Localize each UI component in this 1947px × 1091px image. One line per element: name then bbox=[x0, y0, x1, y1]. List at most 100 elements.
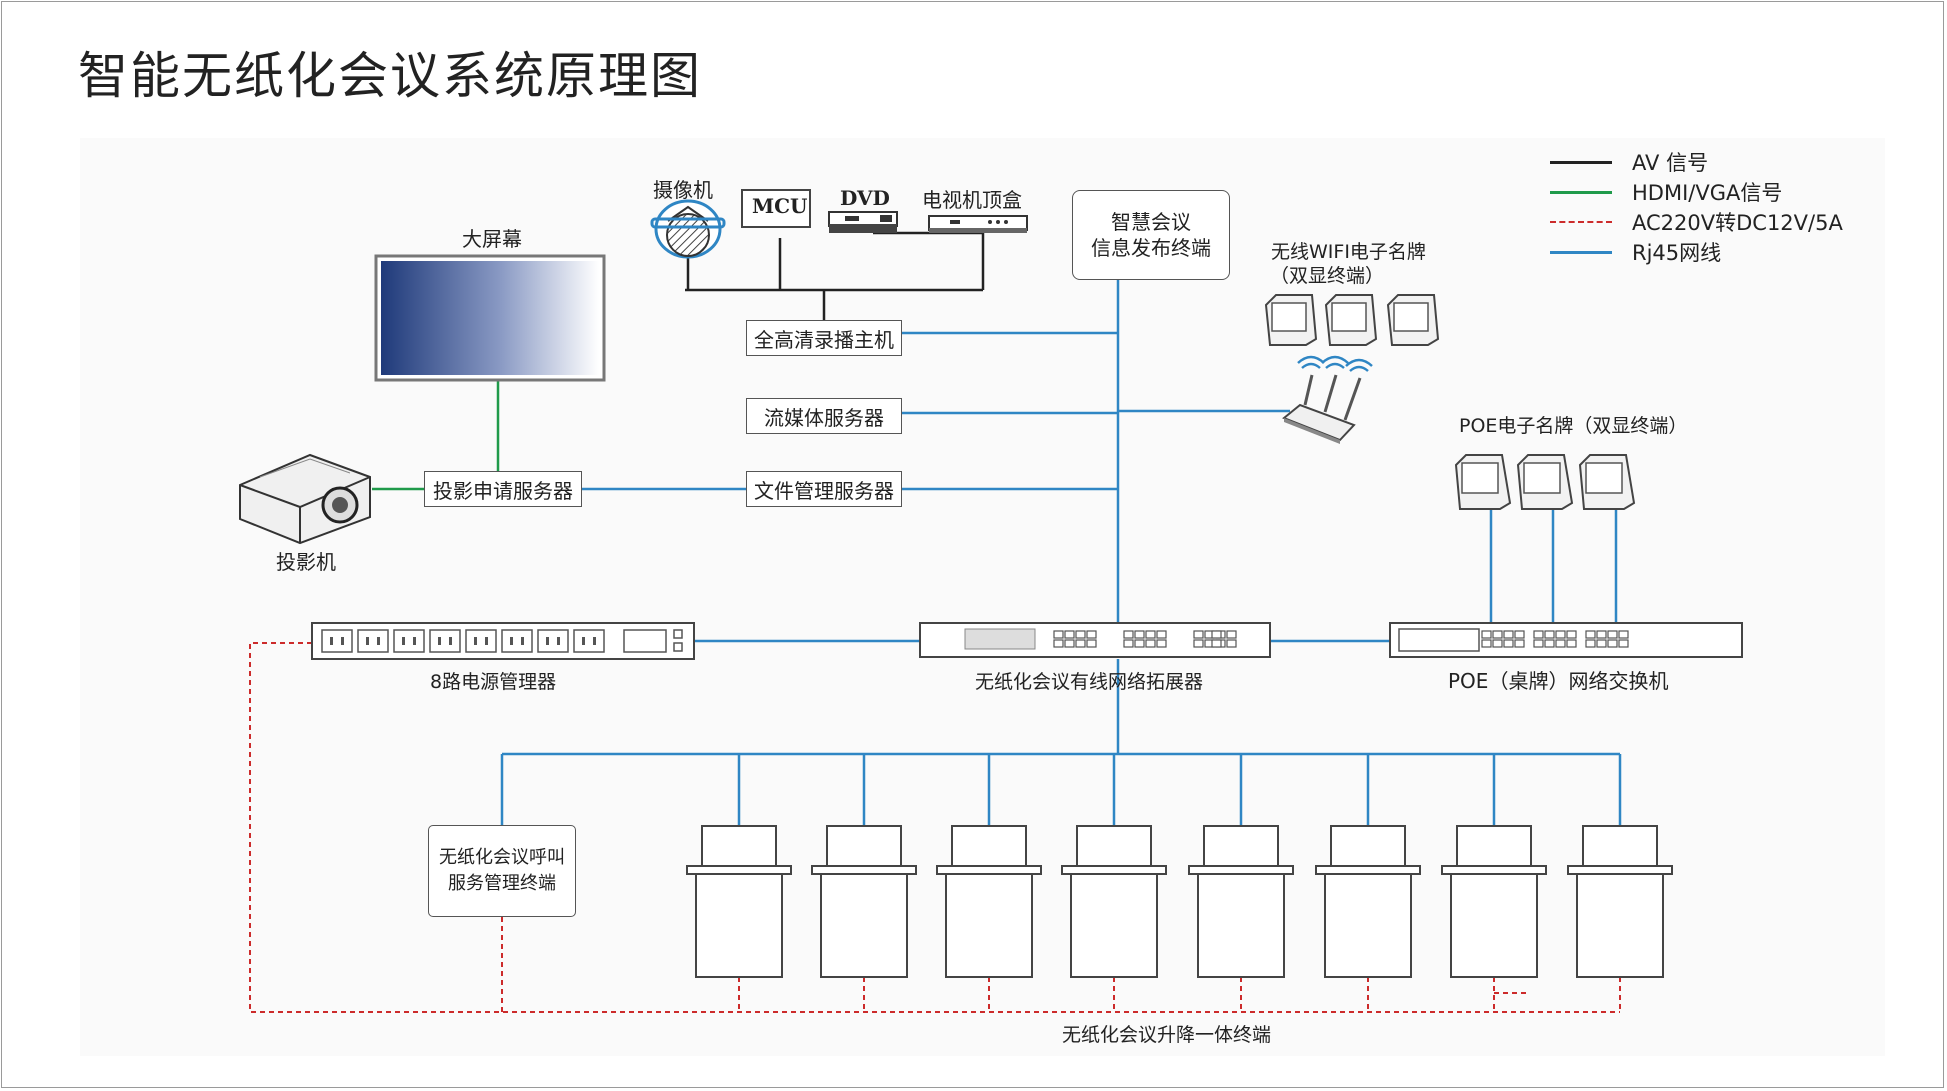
ethernet-port bbox=[1145, 630, 1156, 639]
ethernet-port bbox=[1123, 639, 1134, 648]
projection-server-label: 投影申请服务器 bbox=[433, 478, 573, 503]
ethernet-port bbox=[1064, 630, 1075, 639]
lift-terminal-body bbox=[1070, 873, 1158, 978]
mcu-icon bbox=[741, 189, 811, 228]
ethernet-port bbox=[1533, 630, 1544, 639]
ethernet-port bbox=[1503, 639, 1514, 648]
projection-server-box: 投影申请服务器 bbox=[424, 471, 582, 507]
ethernet-port bbox=[1053, 639, 1064, 648]
wifi-nameplate-line1: 无线WIFI电子名牌 bbox=[1271, 241, 1426, 263]
outlet-pin bbox=[546, 637, 549, 645]
poe-switch-label: POE（桌牌）网络交换机 bbox=[1448, 669, 1669, 693]
outlet-pin bbox=[510, 637, 513, 645]
big-screen-icon bbox=[374, 254, 606, 382]
lift-terminal-lid bbox=[936, 865, 1042, 875]
ethernet-port bbox=[1555, 639, 1566, 648]
ethernet-port bbox=[1086, 630, 1097, 639]
outlet-pin bbox=[474, 637, 477, 645]
bigscreen-label: 大屏幕 bbox=[462, 227, 522, 251]
ethernet-port bbox=[1566, 630, 1577, 639]
nameplate-icon bbox=[1324, 294, 1378, 346]
nameplate-icon bbox=[1454, 454, 1512, 510]
lift-terminal-lid bbox=[1188, 865, 1294, 875]
projector-icon bbox=[239, 453, 371, 545]
lift-terminal-icon bbox=[1061, 825, 1167, 978]
lift-terminal-screen bbox=[701, 825, 777, 867]
legend-line-av bbox=[1550, 160, 1612, 164]
ethernet-port bbox=[1211, 639, 1222, 648]
ethernet-port bbox=[1193, 630, 1204, 639]
ethernet-port bbox=[1596, 630, 1607, 639]
power-outlet bbox=[429, 629, 461, 653]
mcu-label: MCU bbox=[752, 194, 808, 218]
poe-switch-icon bbox=[1389, 622, 1743, 658]
lift-terminal-screen bbox=[1076, 825, 1152, 867]
legend-label-av: AV 信号 bbox=[1632, 151, 1709, 175]
ethernet-port bbox=[1618, 630, 1629, 639]
info-terminal-box: 智慧会议 信息发布终端 bbox=[1072, 190, 1230, 280]
lift-terminal-lid bbox=[686, 865, 792, 875]
dvd-label: DVD bbox=[840, 186, 890, 210]
power-outlet bbox=[357, 629, 389, 653]
call-terminal-line1: 无纸化会议呼叫 bbox=[439, 847, 565, 868]
lift-terminal-icon bbox=[811, 825, 917, 978]
outlet-pin bbox=[377, 637, 380, 645]
ethernet-port bbox=[1156, 639, 1167, 648]
lift-terminal-body bbox=[1576, 873, 1664, 978]
outlet-pin bbox=[521, 637, 524, 645]
nameplate-icon bbox=[1516, 454, 1574, 510]
lift-terminal-icon bbox=[1188, 825, 1294, 978]
ethernet-port bbox=[1492, 639, 1503, 648]
ethernet-port bbox=[1226, 639, 1237, 648]
file-server-box: 文件管理服务器 bbox=[746, 471, 902, 507]
camera-icon bbox=[650, 199, 726, 259]
legend-item-power: AC220V转DC12V/5A bbox=[1550, 207, 1843, 237]
lift-terminal-lid bbox=[1315, 865, 1421, 875]
lift-terminal-body bbox=[1197, 873, 1285, 978]
power-manager-label: 8路电源管理器 bbox=[430, 671, 557, 693]
dvd-player-icon bbox=[828, 211, 898, 233]
outlet-pin bbox=[413, 637, 416, 645]
legend-label-power: AC220V转DC12V/5A bbox=[1632, 211, 1843, 235]
camera-label: 摄像机 bbox=[653, 178, 713, 202]
wifi-router-icon bbox=[1282, 355, 1373, 444]
legend-line-power bbox=[1550, 221, 1612, 223]
legend-label-hdmi: HDMI/VGA信号 bbox=[1632, 181, 1783, 205]
ethernet-port bbox=[1123, 630, 1134, 639]
settop-box-icon bbox=[928, 215, 1028, 233]
ethernet-port bbox=[1585, 639, 1596, 648]
power-outlet bbox=[573, 629, 605, 653]
ethernet-port bbox=[1533, 639, 1544, 648]
lift-terminal-screen bbox=[1582, 825, 1658, 867]
power-outlet bbox=[501, 629, 533, 653]
ethernet-port bbox=[1134, 639, 1145, 648]
legend-item-rj45: Rj45网线 bbox=[1550, 237, 1721, 267]
ethernet-port bbox=[1075, 639, 1086, 648]
lift-terminal-screen bbox=[1456, 825, 1532, 867]
lift-terminal-icon bbox=[936, 825, 1042, 978]
nameplate-icon bbox=[1264, 294, 1318, 346]
ethernet-port bbox=[1607, 630, 1618, 639]
lift-terminal-lid bbox=[811, 865, 917, 875]
ethernet-port bbox=[1544, 639, 1555, 648]
ethernet-port bbox=[1607, 639, 1618, 648]
outlet-pin bbox=[402, 637, 405, 645]
ethernet-port bbox=[1156, 630, 1167, 639]
lift-terminal-lid bbox=[1061, 865, 1167, 875]
lift-terminal-screen bbox=[1203, 825, 1279, 867]
power-outlet bbox=[393, 629, 425, 653]
ethernet-port bbox=[1555, 630, 1566, 639]
lift-terminal-screen bbox=[1330, 825, 1406, 867]
ethernet-port bbox=[1064, 639, 1075, 648]
info-terminal-line1: 智慧会议 bbox=[1111, 210, 1191, 234]
power-outlet bbox=[537, 629, 569, 653]
lift-terminal-screen bbox=[951, 825, 1027, 867]
file-server-label: 文件管理服务器 bbox=[754, 478, 894, 503]
ethernet-port bbox=[1566, 639, 1577, 648]
ethernet-port bbox=[1145, 639, 1156, 648]
ethernet-port bbox=[1193, 639, 1204, 648]
hdmi-lines bbox=[372, 380, 500, 491]
legend-item-hdmi: HDMI/VGA信号 bbox=[1550, 177, 1782, 207]
nameplate-icon bbox=[1578, 454, 1636, 510]
